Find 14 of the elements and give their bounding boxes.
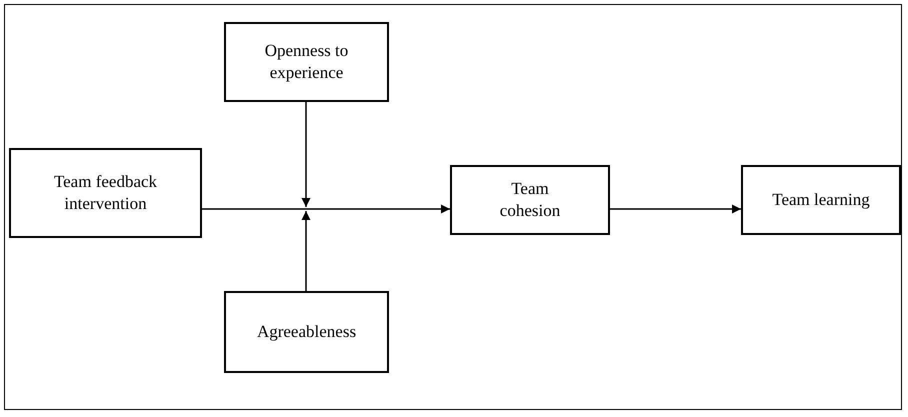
box-label: Team feedback intervention xyxy=(52,171,158,215)
box-label: Openness to experience xyxy=(264,40,350,84)
arrow xyxy=(302,211,310,291)
box xyxy=(9,148,202,238)
arrow xyxy=(202,204,450,214)
box-label: Agreeableness xyxy=(256,321,356,343)
box-label: Team learning xyxy=(772,189,870,211)
box xyxy=(224,22,389,102)
box xyxy=(741,165,901,235)
arrow xyxy=(302,102,310,207)
box-label: Team cohesion xyxy=(498,178,562,222)
box xyxy=(224,291,389,373)
arrow xyxy=(610,204,741,214)
box xyxy=(450,165,610,235)
